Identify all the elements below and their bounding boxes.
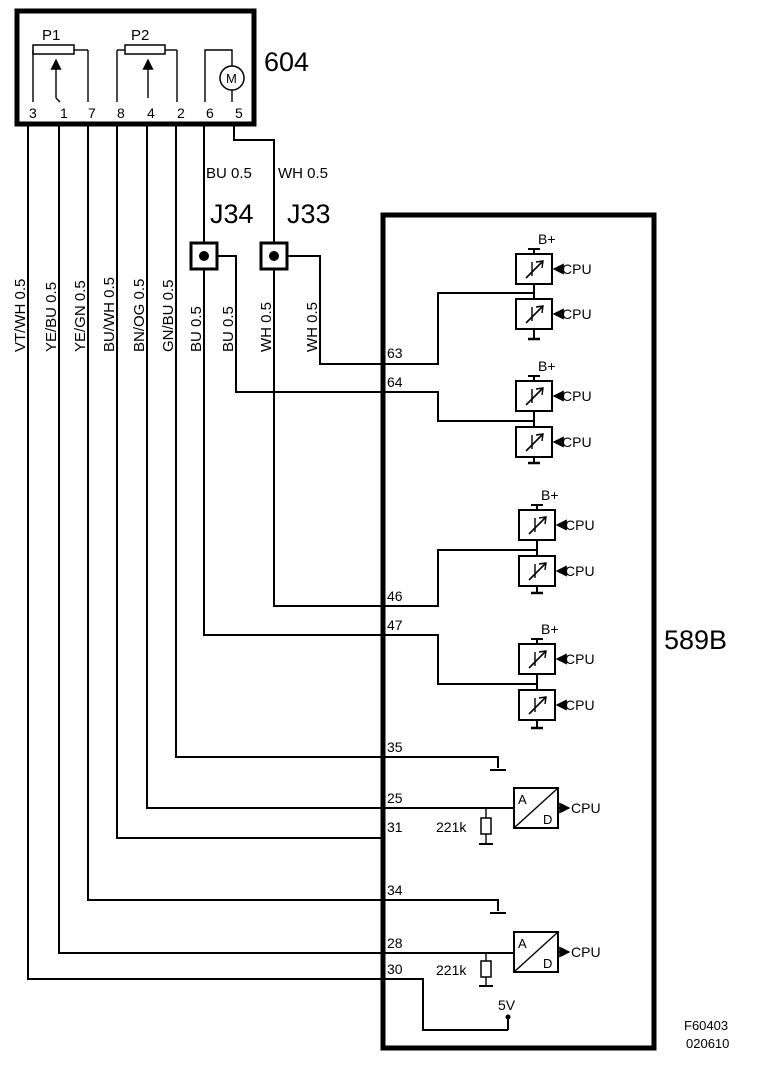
driver-2-bplus-label: B+ — [538, 358, 556, 374]
wire-label-bnog: BN/OG 0.5 — [131, 279, 148, 352]
j34-label: J34 — [210, 199, 254, 229]
ecu-pin-30: 30 — [387, 961, 403, 977]
driver-stage-2: B+ CPU CPU — [515, 358, 592, 465]
driver-stage-3: B+ CPU CPU — [518, 487, 595, 595]
p2-label: P2 — [131, 27, 149, 44]
ecu-pin-31: 31 — [387, 819, 403, 835]
wire-pin5-to-j33 — [233, 124, 275, 243]
j33-label: J33 — [287, 199, 331, 229]
ecu-pin-46: 46 — [387, 588, 403, 604]
wire-bnog-pin25 — [146, 124, 383, 809]
wire-label-vtwh: VT/WH 0.5 — [12, 279, 29, 352]
sensor-pin-5: 5 — [235, 105, 243, 121]
wire-label-wh-a: WH 0.5 — [258, 302, 275, 352]
resistor-label-b: 221k — [436, 962, 467, 978]
ecu-589b-box — [380, 212, 657, 1051]
resistor-221k-a — [480, 817, 492, 835]
sensor-pin-1: 1 — [60, 105, 68, 121]
sensor-604-label: 604 — [264, 47, 309, 77]
half-bridge-drivers: B+ CPU CPU B+ CPU CPU B+ CPU CPU B+ CPU CPU — [515, 231, 595, 730]
sensor-pin-2: 2 — [177, 105, 185, 121]
sensor-604-box — [14, 8, 257, 127]
driver-1-low-switch — [515, 298, 553, 330]
driver-2-high-cpu-label: CPU — [562, 388, 592, 404]
wire-label-wh-b: WH 0.5 — [304, 302, 321, 352]
ref-5v-node — [505, 1014, 511, 1020]
wire-vtwh-pin30 — [27, 124, 508, 1031]
driver-4-bplus-label: B+ — [541, 621, 559, 637]
driver-4-high-cpu-label: CPU — [565, 651, 595, 667]
sensor-pin-4: 4 — [147, 105, 155, 121]
ecu-pin-34: 34 — [387, 882, 403, 898]
ecu-589b-label: 589B — [664, 625, 727, 655]
p2-resistor — [124, 44, 166, 55]
driver-1-high-cpu-label: CPU — [562, 261, 592, 277]
driver-3-high-cpu-label: CPU — [565, 517, 595, 533]
driver-1-low-cpu-label: CPU — [562, 306, 592, 322]
driver-3-bplus-label: B+ — [541, 487, 559, 503]
ecu-pin-25: 25 — [387, 790, 403, 806]
adc2-a-label: A — [518, 936, 527, 951]
resistor-label-a: 221k — [436, 819, 467, 835]
ecu-pin-64: 64 — [387, 374, 403, 390]
figure-ref-code: F60403 — [684, 1018, 728, 1033]
wire-label-bu-a: BU 0.5 — [188, 306, 205, 352]
ground-pin34 — [383, 899, 499, 911]
top-wire-label-bu: BU 0.5 — [206, 165, 252, 182]
sensor-pin-3: 3 — [29, 105, 37, 121]
sensor-pin-6: 6 — [206, 105, 214, 121]
p1-resistor — [32, 44, 75, 55]
driver-stage-1: B+ CPU CPU — [515, 231, 592, 341]
ground-pin35 — [383, 756, 499, 768]
adc1-d-label: D — [543, 812, 552, 827]
p1-label: P1 — [42, 27, 60, 44]
sensor-pin-7: 7 — [88, 105, 96, 121]
motor-label: M — [226, 71, 237, 86]
wire-bu-pin47 — [203, 269, 383, 636]
adc2-d-label: D — [543, 956, 552, 971]
driver-3-low-cpu-label: CPU — [565, 563, 595, 579]
driver-4-low-cpu-label: CPU — [565, 697, 595, 713]
driver-1-bplus-label: B+ — [538, 231, 556, 247]
wire-bu-pin64 — [217, 255, 383, 393]
ecu-pin-47: 47 — [387, 617, 403, 633]
sensor-pin-8: 8 — [117, 105, 125, 121]
wire-label-yebu: YE/BU 0.5 — [43, 282, 60, 352]
adc2-cpu-label: CPU — [571, 944, 601, 960]
wire-label-bu-b: BU 0.5 — [220, 306, 237, 352]
top-wire-label-wh: WH 0.5 — [278, 165, 328, 182]
wire-wh-pin63 — [287, 255, 383, 365]
driver-2-low-cpu-label: CPU — [562, 434, 592, 450]
ecu-pin-63: 63 — [387, 345, 403, 361]
ecu-pin-28: 28 — [387, 935, 403, 951]
wire-label-gnbu: GN/BU 0.5 — [160, 279, 177, 352]
wire-buwh-pin31 — [116, 124, 383, 839]
ref-5v-label: 5V — [498, 997, 516, 1013]
figure-ref-date: 020610 — [686, 1036, 729, 1051]
wire-gnbu-pin35 — [175, 124, 383, 758]
wire-yebu-pin28 — [58, 124, 383, 954]
adc1-cpu-label: CPU — [571, 800, 601, 816]
driver-stage-4: B+ CPU CPU — [518, 621, 595, 730]
wire-label-yegn: YE/GN 0.5 — [72, 280, 89, 352]
wire-wh-pin46 — [273, 269, 383, 607]
resistor-221k-b — [480, 960, 492, 978]
wire-label-buwh: BU/WH 0.5 — [101, 277, 118, 352]
adc1-a-label: A — [518, 792, 527, 807]
wire-yegn-pin34 — [87, 124, 383, 901]
ecu-pin-35: 35 — [387, 739, 403, 755]
